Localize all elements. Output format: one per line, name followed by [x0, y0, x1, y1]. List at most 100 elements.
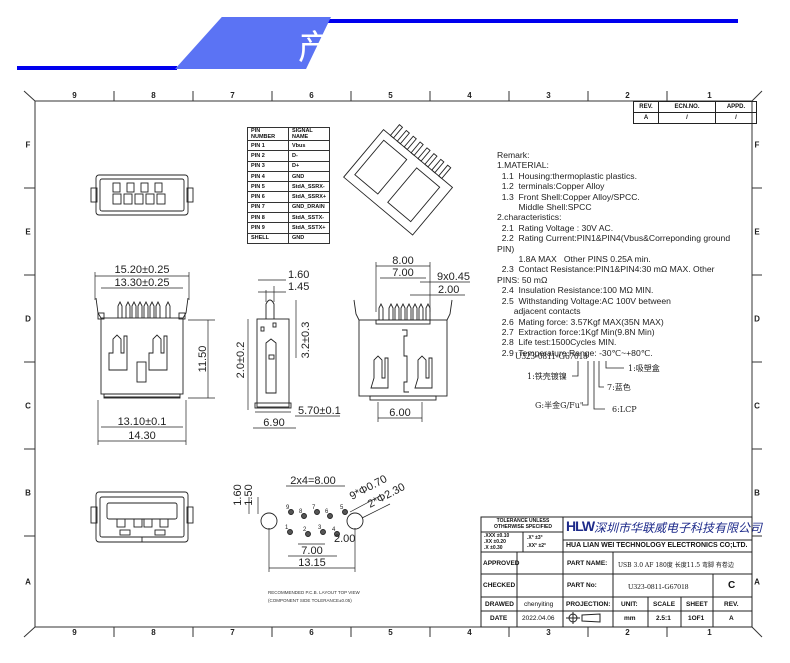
- pcb-hole: [301, 513, 307, 519]
- frame-column-label-top: 3: [546, 91, 551, 100]
- dim-front-width-inner: 13.30±0.25: [115, 277, 170, 289]
- dim-side-1: 1.60: [288, 269, 309, 281]
- unit-label: UNIT:: [621, 601, 638, 608]
- contact-pin: [112, 182, 121, 193]
- size-code: C: [728, 580, 736, 591]
- terminal-lead: [137, 300, 143, 318]
- tolerance-x: .X ±0.30: [484, 545, 503, 551]
- remark-line: 2.3 Contact Resistance:PIN1&PIN4:30 mΩ M…: [497, 264, 715, 275]
- dim-back-1: 8.00: [392, 255, 413, 267]
- port-view-bottom: [90, 491, 194, 543]
- pcb-hole: [288, 509, 294, 515]
- side-view: [254, 299, 292, 409]
- remark-line: 2.1 Rating Voltage : 30V AC.: [497, 222, 614, 233]
- front-view: [95, 297, 189, 399]
- terminal-lead: [389, 124, 404, 139]
- remarks-block: Remark:1.MATERIAL: 1.1 Housing:thermopla…: [497, 150, 730, 358]
- drawed-label: DRAWED: [485, 601, 514, 608]
- drawed-value: chenyiting: [524, 601, 554, 608]
- dim-pcb-3: 2x4=8.00: [290, 475, 336, 487]
- rev-value-tb: A: [729, 615, 734, 622]
- remark-line: Remark:: [497, 150, 530, 160]
- dim-pcb-8: 13.15: [298, 557, 326, 569]
- dim-front-width-outer: 15.20±0.25: [115, 264, 170, 276]
- dim-back-2: 7.00: [392, 267, 413, 279]
- tolerance-angle-1: .X° ±3°: [527, 535, 543, 541]
- remark-line: 2.4 Insulation Resistance:100 MΩ MIN.: [497, 285, 654, 296]
- dim-pcb-6: 2.00: [334, 533, 355, 545]
- terminal-lead: [378, 302, 384, 320]
- pcb-hole: [305, 531, 311, 537]
- dim-pcb-1: 1.60: [232, 484, 244, 505]
- tolerance-title: TOLERANCE UNLESS OTHERWISE SPECIFIED: [494, 518, 552, 530]
- frame-column-label-top: 9: [72, 91, 77, 100]
- tolerance-xxx: .XXX ±0.10: [484, 533, 510, 539]
- code-legend-1: 1:铁壳镀镍: [527, 371, 567, 381]
- frame-column-label-bottom: 2: [625, 628, 630, 637]
- dim-side-5: 5.70±0.1: [298, 405, 341, 417]
- terminal-lead: [418, 302, 424, 320]
- terminal-lead: [149, 300, 155, 318]
- contact-pin: [112, 193, 122, 205]
- contact-pin: [140, 182, 149, 193]
- dim-side-3: 2.0±0.2: [235, 342, 247, 379]
- terminal-lead: [438, 164, 452, 180]
- terminal-lead: [410, 141, 424, 156]
- frame-column-label-bottom: 3: [546, 628, 551, 637]
- tolerance-angle-2: .XX° ±2°: [527, 543, 546, 549]
- remark-line: 2.2 Rating Current:PIN1&PIN4(Vbus&Correp…: [497, 233, 731, 244]
- frame-column-label-bottom: 4: [467, 628, 472, 637]
- part-no-label: PART No:: [567, 582, 597, 589]
- frame-row-label-right: F: [755, 141, 760, 150]
- frame-row-label-right: C: [754, 402, 760, 411]
- pcb-pin-number: 8: [299, 509, 303, 515]
- code-legend-5: 1:吸塑盒: [628, 363, 660, 373]
- page-title: 产品图纸: [298, 28, 442, 68]
- contact-pin: [126, 182, 135, 193]
- banner-line-left: [17, 66, 177, 70]
- banner-line-right: [325, 19, 738, 23]
- remark-line: 2.5 Withstanding Voltage:AC 100V between: [497, 295, 671, 306]
- dim-back-4: 2.00: [438, 284, 459, 296]
- code-legend-2: G:半金G/Fu": [535, 400, 584, 410]
- remark-line: Middle Shell:SPCC: [497, 202, 592, 213]
- back-view: [353, 299, 453, 401]
- part-code: U323-0811-G67018: [515, 351, 588, 361]
- company-name-cn: 深圳市华联威电子科技有限公司: [594, 521, 763, 535]
- frame-column-label-top: 6: [309, 91, 314, 100]
- pcb-hole: [327, 513, 333, 519]
- pcb-pin-number: 6: [325, 509, 329, 515]
- terminal-lead: [406, 302, 412, 320]
- terminal-lead: [424, 152, 438, 168]
- frame-column-label-top: 8: [151, 91, 156, 100]
- appd-value: /: [715, 112, 757, 124]
- part-name-value: USB 3.0 AF 180度 长度11.5 弯脚 有卷边: [618, 562, 734, 569]
- terminal-lead: [388, 302, 394, 320]
- terminal-lead: [400, 302, 406, 320]
- frame-column-label-bottom: 7: [230, 628, 235, 637]
- contact-pin: [145, 193, 155, 205]
- remark-line: 2.8 Life test:1500Cycles MIN.: [497, 337, 617, 348]
- pin-signal: GND: [287, 232, 331, 244]
- rev-value: A: [633, 112, 659, 124]
- contact-pin: [123, 193, 133, 205]
- frame-row-label-left: D: [25, 315, 31, 324]
- revision-table: REV. ECN.NO. APPD. A / /: [633, 101, 757, 124]
- remark-line: 1.1 Housing:thermoplastic plastics.: [497, 170, 637, 181]
- approved-label: APPROVED: [483, 560, 520, 567]
- remark-line: 2.7 Extraction force:1Kgf Min(9.8N Min): [497, 326, 655, 337]
- date-value: 2022.04.06: [522, 615, 555, 622]
- dim-back-3: 9x0.45: [437, 271, 470, 283]
- sheet-value: 1OF1: [688, 615, 705, 622]
- pcb-hole: [287, 529, 293, 535]
- frame-row-label-right: A: [754, 578, 760, 587]
- pcb-pin-number: 1: [285, 525, 289, 531]
- pcb-pin-number: 2: [303, 527, 307, 533]
- dim-side-4: 3.2±0.3: [300, 322, 312, 359]
- frame-row-label-right: B: [754, 489, 760, 498]
- remark-line: 1.2 terminals:Copper Alloy: [497, 181, 605, 192]
- frame-column-label-bottom: 1: [707, 628, 712, 637]
- date-label: DATE: [490, 615, 508, 622]
